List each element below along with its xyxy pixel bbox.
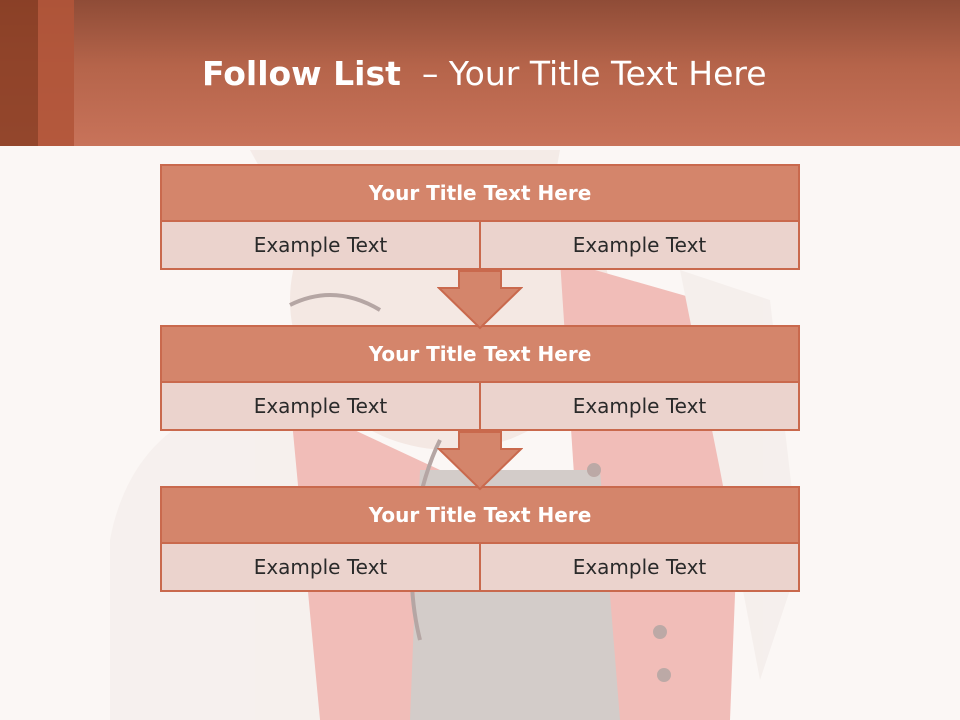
header-accent-stripe: [0, 0, 38, 146]
header-accent-stripe-light: [38, 0, 74, 146]
block-row: Example Text Example Text: [162, 383, 798, 429]
block-cell-right[interactable]: Example Text: [479, 383, 798, 429]
block-title[interactable]: Your Title Text Here: [162, 488, 798, 544]
down-arrow-icon: [437, 270, 523, 330]
block-cell-left[interactable]: Example Text: [162, 544, 479, 590]
list-block-2[interactable]: Your Title Text Here Example Text Exampl…: [160, 325, 800, 431]
block-row: Example Text Example Text: [162, 222, 798, 268]
block-cell-left[interactable]: Example Text: [162, 222, 479, 268]
block-cell-left[interactable]: Example Text: [162, 383, 479, 429]
slide-title[interactable]: Follow List – Your Title Text Here: [202, 54, 767, 93]
block-cell-right[interactable]: Example Text: [479, 544, 798, 590]
slide-header: Follow List – Your Title Text Here: [0, 0, 960, 146]
block-title[interactable]: Your Title Text Here: [162, 327, 798, 383]
block-title[interactable]: Your Title Text Here: [162, 166, 798, 222]
slide-title-rest: – Your Title Text Here: [400, 54, 767, 93]
list-block-1[interactable]: Your Title Text Here Example Text Exampl…: [160, 164, 800, 270]
slide-title-bold: Follow List: [202, 54, 401, 93]
block-cell-right[interactable]: Example Text: [479, 222, 798, 268]
list-block-3[interactable]: Your Title Text Here Example Text Exampl…: [160, 486, 800, 592]
block-row: Example Text Example Text: [162, 544, 798, 590]
down-arrow-icon: [437, 431, 523, 491]
